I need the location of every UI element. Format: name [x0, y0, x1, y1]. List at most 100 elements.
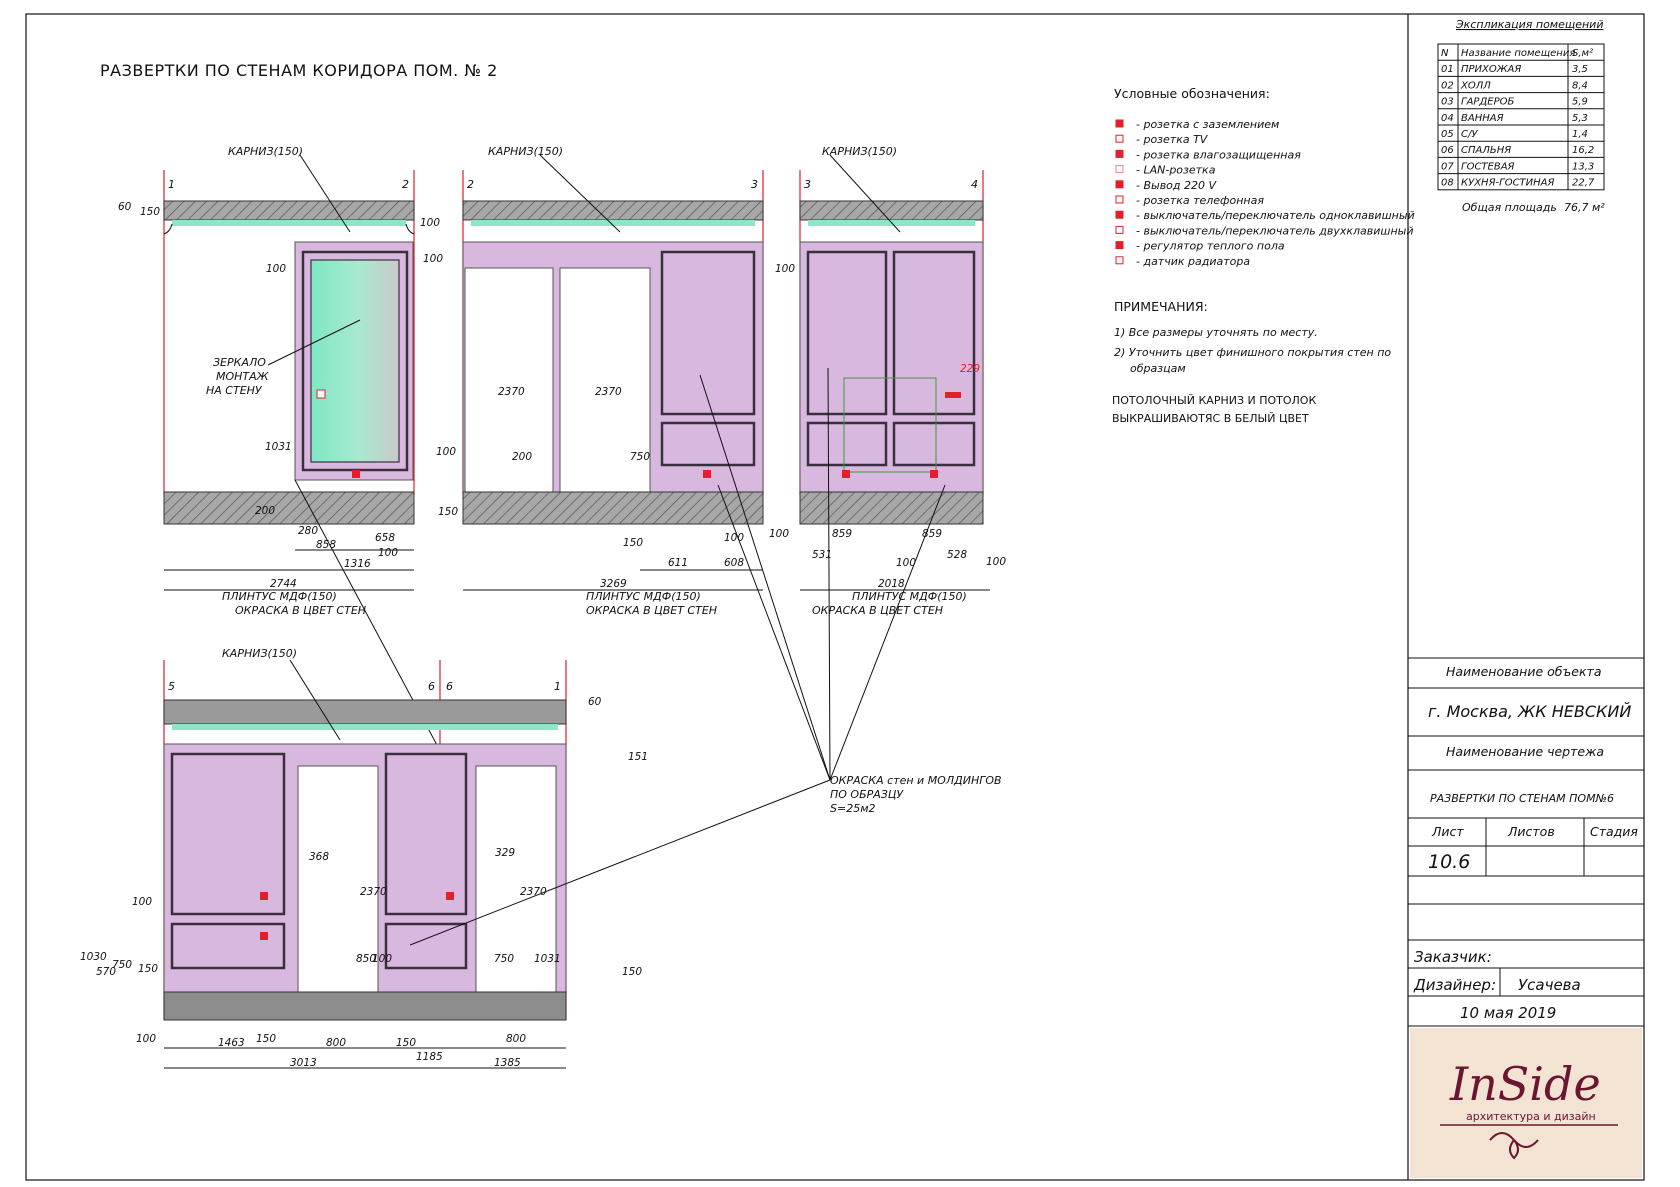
cornice [172, 220, 406, 226]
table-header: S,м² [1572, 48, 1593, 59]
dimension: 100 [266, 263, 286, 275]
legend-item: - выключатель/переключатель одноклавишны… [1136, 209, 1415, 222]
radiator-outline [843, 377, 937, 473]
dimension: 100 [769, 528, 789, 540]
axis-label: 4 [971, 178, 978, 191]
client-label: Заказчик: [1414, 948, 1492, 966]
sheet-label: Лист [1431, 824, 1464, 839]
table-cell: КУХНЯ-ГОСТИНАЯ [1461, 178, 1554, 189]
designer-value: Усачева [1518, 976, 1581, 994]
dimension: 1185 [416, 1051, 443, 1063]
logo-panel [1410, 1028, 1642, 1178]
table-cell: 3,5 [1572, 64, 1588, 75]
dimension: 100 [378, 547, 398, 559]
table-cell: 01 [1441, 64, 1454, 75]
dimension: 2744 [270, 578, 297, 590]
molding-frame [806, 250, 888, 416]
legend-symbol-icon [1115, 180, 1124, 189]
dimension: 150 [140, 206, 160, 218]
dimension: 611 [668, 557, 688, 569]
door [297, 765, 379, 993]
legend-symbol-icon [1115, 225, 1124, 234]
paint-label: ОКРАСКА В ЦВЕТ СТЕН [586, 604, 717, 617]
dimension: 750 [630, 451, 650, 463]
total-area-label: Общая площадь [1462, 201, 1557, 214]
legend-item: - Вывод 220 V [1136, 179, 1218, 192]
axis-label: 6 [428, 680, 435, 693]
dimension: 2370 [498, 386, 525, 398]
legend-item: - LAN-розетка [1136, 164, 1216, 177]
legend-item: - розетка влагозащищенная [1136, 148, 1301, 161]
logo-subtitle: архитектура и дизайн [1466, 1110, 1596, 1123]
molding-frame [170, 922, 286, 970]
title-block: Наименование объекта г. Москва, ЖК НЕВСК… [1408, 657, 1644, 1178]
object-value: г. Москва, ЖК НЕВСКИЙ [1428, 702, 1631, 721]
dimension: 150 [622, 966, 642, 978]
axis-label: 2 [467, 178, 474, 191]
ceiling-slab [462, 200, 764, 221]
paint-walls-label: ОКРАСКА стен и МОЛДИНГОВ [830, 774, 1002, 787]
socket-icon [446, 892, 454, 900]
table-cell: ПРИХОЖАЯ [1461, 64, 1521, 75]
total-area-value: 76,7 [1564, 201, 1589, 214]
door [559, 267, 651, 493]
ceiling-slab [163, 200, 415, 221]
table-cell: 02 [1441, 80, 1454, 91]
table-cell: 07 [1441, 161, 1454, 172]
molding-frame [384, 752, 468, 916]
cornice-profile [163, 223, 415, 235]
dimension: 150 [138, 963, 158, 975]
legend-item: - регулятор теплого пола [1136, 240, 1285, 253]
dimension: 800 [326, 1037, 346, 1049]
axis-label: 3 [751, 178, 758, 191]
dimension: 750 [494, 953, 514, 965]
table-cell: 22,7 [1572, 178, 1595, 189]
table-cell: С/У [1461, 129, 1478, 140]
object-label: Наименование объекта [1446, 664, 1601, 679]
dimension: 850 [356, 953, 376, 965]
dimension: 60 [118, 201, 132, 213]
legend-symbol-icon [1115, 256, 1124, 265]
elevation-3: 3 4 КАРНИЗ(150) 2018 859 859 531 100 528… [799, 145, 1006, 781]
socket-icon [260, 932, 268, 940]
dimension: 1385 [494, 1057, 521, 1069]
table-frame [1437, 43, 1605, 191]
table-cell: 05 [1441, 129, 1454, 140]
leader-line [409, 779, 831, 946]
cornice [471, 220, 755, 226]
sheet-frame [25, 13, 1645, 1181]
legend-symbol-icon [1115, 210, 1124, 219]
table-cell: СПАЛЬНЯ [1461, 145, 1511, 156]
sheet-number: 10.6 [1428, 851, 1470, 873]
legend: Условные обозначения: - розетка с заземл… [1112, 86, 1415, 425]
table-cell: ГОСТЕВАЯ [1461, 161, 1515, 172]
wall-panel [799, 241, 984, 493]
dimension: 859 [832, 528, 852, 540]
axis-label: 2 [402, 178, 409, 191]
dimension: 100 [372, 953, 392, 965]
socket-icon [260, 892, 268, 900]
notes-heading: ПРИМЕЧАНИЯ: [1114, 299, 1208, 314]
socket-icon [316, 389, 326, 399]
legend-item: - розетка TV [1136, 133, 1209, 146]
socket-icon [703, 470, 711, 478]
cornice-label: КАРНИЗ(150) [488, 145, 563, 158]
axis-label: 5 [168, 680, 175, 693]
cornice-label: КАРНИЗ(150) [822, 145, 897, 158]
molding-frame [660, 421, 756, 467]
note-item: 2) Уточнить цвет финишного покрытия стен… [1114, 346, 1391, 359]
legend-symbol-icon [1115, 149, 1124, 158]
dimension: 531 [812, 549, 832, 561]
table-cell: ХОЛЛ [1460, 80, 1491, 91]
legend-heading: Условные обозначения: [1114, 86, 1270, 101]
table-cell: 06 [1441, 145, 1454, 156]
dimension: 100 [986, 556, 1006, 568]
dimension: 1030 [80, 951, 107, 963]
table-cell: 03 [1441, 97, 1454, 108]
axis-label: 1 [168, 178, 175, 191]
molding-frame [892, 421, 976, 467]
drawing-label: Наименование чертежа [1446, 744, 1604, 759]
table-cell: 1,4 [1572, 129, 1588, 140]
dimension: 100 [896, 557, 916, 569]
legend-symbol-icon [1115, 134, 1124, 143]
